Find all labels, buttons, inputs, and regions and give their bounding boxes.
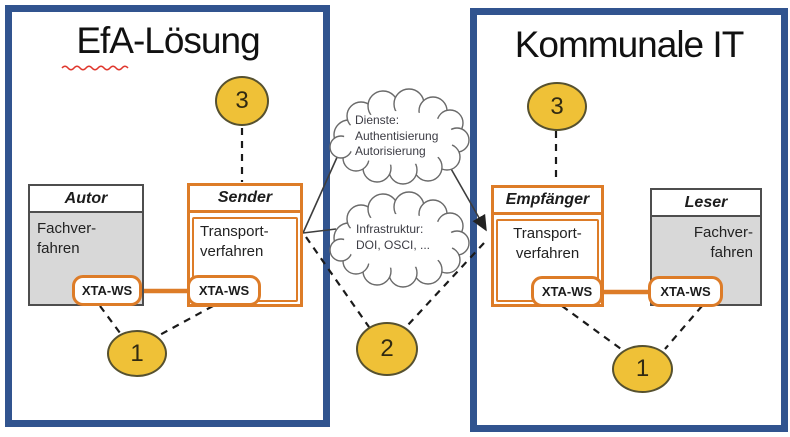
box-sender-body: Transport- verfahren	[200, 223, 269, 260]
box-sender: Sender Transport- verfahren	[187, 183, 303, 307]
cloud-infrastruktur-shape	[329, 191, 470, 288]
badge-2-middle: 2	[356, 322, 418, 376]
page-title-efa-loesung: EfA-Lösung	[76, 20, 260, 61]
badge-1-left: 1	[107, 330, 167, 377]
spellcheck-squiggle	[61, 65, 129, 71]
box-leser-header: Leser	[652, 190, 760, 217]
link-xta-empfaenger-1	[561, 305, 622, 350]
solid-links	[302, 143, 487, 234]
dashed-links	[99, 128, 703, 350]
badge-1-right: 1	[612, 345, 673, 393]
link-sender-dienste	[302, 143, 344, 234]
link-sender-infrastruktur	[302, 228, 337, 234]
xta-ws-chip-leser: XTA-WS	[648, 276, 723, 307]
box-empfaenger-body: Transport- verfahren	[513, 225, 582, 262]
badge-3-left: 3	[215, 76, 269, 126]
xta-ws-chip-autor: XTA-WS	[72, 275, 142, 306]
link-xta-sender-1	[155, 305, 214, 338]
cloud-dienste-shape	[329, 88, 470, 185]
cloud-dienste-label: Dienste: Authentisierung Autorisierung	[355, 113, 439, 159]
xta-ws-chip-sender: XTA-WS	[187, 275, 261, 306]
page-title-kommunale-it: Kommunale IT	[514, 24, 745, 65]
link-sender-2	[305, 236, 370, 328]
link-xta-leser-1	[664, 305, 703, 350]
cloud-infrastruktur-label: Infrastruktur: DOI, OSCI, ...	[356, 222, 431, 252]
link-cloud-empfaenger-arrow	[445, 159, 487, 232]
box-empfaenger-header: Empfänger	[494, 188, 601, 215]
link-xta-autor-1	[99, 305, 124, 338]
xta-connectors	[140, 288, 650, 295]
xta-ws-chip-empfaenger: XTA-WS	[531, 276, 603, 307]
box-autor-header: Autor	[30, 186, 142, 213]
box-sender-header: Sender	[190, 186, 300, 213]
link-empfaenger-2	[406, 242, 485, 327]
badge-3-right: 3	[527, 82, 587, 131]
